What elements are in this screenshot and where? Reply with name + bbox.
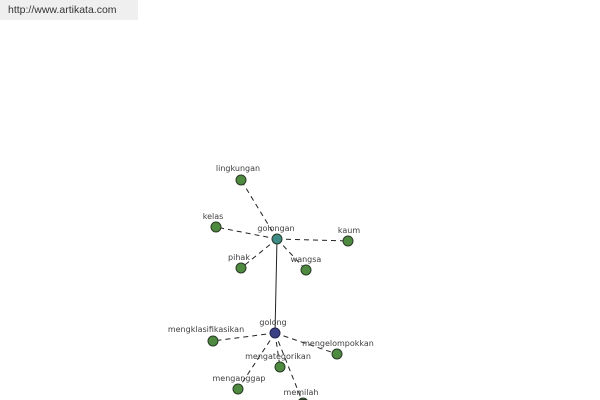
word-label: pihak: [228, 253, 250, 262]
dashed-link: [212, 332, 276, 342]
node-marker[interactable]: [274, 361, 286, 373]
node-marker[interactable]: [235, 262, 247, 274]
related-word-node[interactable]: kaum: [338, 226, 360, 247]
word-label: kelas: [203, 212, 224, 221]
solid-link: [274, 238, 278, 334]
word-label: mengelompokkan: [302, 339, 374, 348]
related-word-node[interactable]: wangsa: [291, 255, 322, 276]
dashed-link: [240, 179, 278, 240]
dashed-link: [276, 238, 307, 271]
node-marker[interactable]: [210, 221, 222, 233]
word-label: mengklasifikasikan: [168, 325, 244, 334]
site-banner: http://www.artikata.com: [0, 0, 138, 20]
related-word-node[interactable]: lingkungan: [216, 164, 260, 186]
word-label: kaum: [338, 226, 360, 235]
node-marker[interactable]: [298, 397, 308, 400]
related-word-node[interactable]: kelas: [203, 212, 224, 233]
node-marker[interactable]: [207, 335, 219, 347]
related-word-node[interactable]: memilah: [284, 388, 319, 400]
related-word-node[interactable]: mengklasifikasikan: [168, 325, 244, 347]
dashed-link: [274, 332, 338, 355]
word-label: wangsa: [291, 255, 322, 264]
dashed-link: [215, 226, 278, 240]
related-word-node[interactable]: mengelompokkan: [302, 339, 374, 360]
node-marker[interactable]: [232, 383, 244, 395]
word-label: golongan: [257, 224, 294, 233]
dashed-link: [276, 238, 349, 242]
node-marker[interactable]: [331, 348, 343, 360]
word-label: menganggap: [213, 374, 266, 383]
word-label: lingkungan: [216, 164, 260, 173]
related-word-node[interactable]: menganggap: [213, 374, 266, 395]
graph-links: [212, 179, 349, 399]
node-marker[interactable]: [342, 235, 354, 247]
node-marker[interactable]: [269, 327, 281, 339]
node-marker[interactable]: [300, 264, 312, 276]
dashed-link: [237, 332, 276, 390]
word-label: memilah: [284, 388, 319, 397]
dashed-link: [274, 332, 302, 399]
word-label: mengategorikan: [245, 352, 311, 361]
node-marker[interactable]: [271, 233, 283, 245]
graph-nodes: lingkungan kelas kaum pihak wangsa golon…: [168, 164, 374, 400]
hub-word-node[interactable]: golongan: [257, 224, 295, 245]
dashed-link: [274, 332, 281, 368]
site-url-link[interactable]: http://www.artikata.com: [8, 4, 117, 16]
main-word-node[interactable]: golong: [259, 318, 287, 339]
word-label: golong: [259, 318, 286, 327]
related-word-node[interactable]: pihak: [228, 253, 250, 274]
node-marker[interactable]: [235, 174, 247, 186]
related-word-node[interactable]: mengategorikan: [245, 352, 311, 373]
dashed-link: [240, 238, 278, 269]
